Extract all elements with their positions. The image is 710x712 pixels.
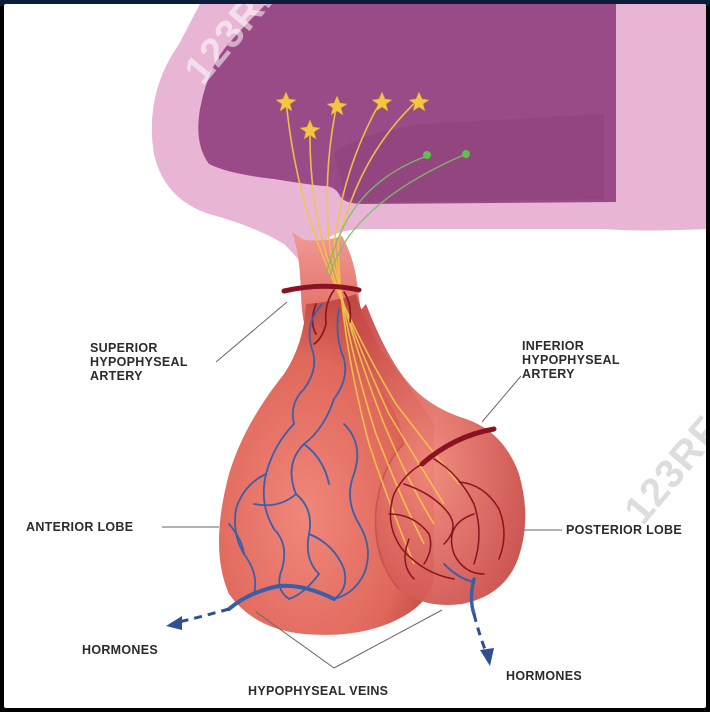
label-line: INFERIOR xyxy=(522,339,620,353)
label-line: ARTERY xyxy=(90,369,188,383)
label-hormones-left: HORMONES xyxy=(82,643,158,657)
label-line: SUPERIOR xyxy=(90,341,188,355)
label-inferior-hypophyseal-artery: INFERIOR HYPOPHYSEAL ARTERY xyxy=(522,339,620,381)
label-posterior-lobe: POSTERIOR LOBE xyxy=(566,523,682,537)
label-line: HYPOPHYSEAL xyxy=(90,355,188,369)
label-hypophyseal-veins: HYPOPHYSEAL VEINS xyxy=(248,684,388,698)
diagram-canvas: 123RF 123RF SUPERIOR HYPOPHYSEAL ARTERY … xyxy=(4,4,706,708)
hormone-arrowhead-right xyxy=(480,648,494,666)
hormone-arrow-right xyxy=(474,614,486,652)
label-line: ARTERY xyxy=(522,367,620,381)
label-line: HYPOPHYSEAL xyxy=(522,353,620,367)
hormone-arrow-left xyxy=(179,609,229,622)
label-superior-hypophyseal-artery: SUPERIOR HYPOPHYSEAL ARTERY xyxy=(90,341,188,383)
label-hormones-right: HORMONES xyxy=(506,669,582,683)
label-anterior-lobe: ANTERIOR LOBE xyxy=(26,520,133,534)
hormone-arrowhead-left xyxy=(166,616,182,630)
